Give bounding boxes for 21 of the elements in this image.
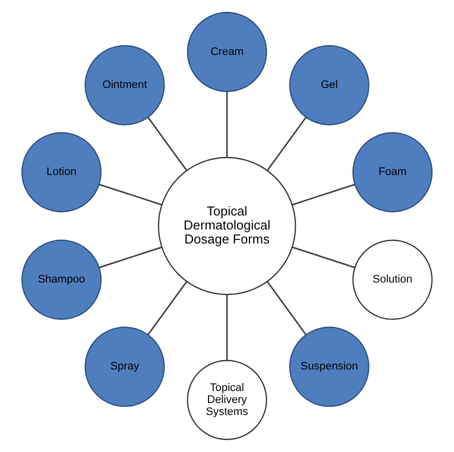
node-circle: Foam	[352, 132, 433, 212]
connector	[292, 246, 355, 268]
connector	[266, 116, 307, 171]
node-circle: Cream	[186, 12, 268, 92]
node-circle: Topical Delivery Systems	[186, 360, 268, 440]
node-circle: Solution	[352, 240, 433, 320]
connector	[147, 281, 188, 336]
connector	[147, 116, 188, 171]
connector	[292, 184, 355, 206]
node-circle: Topical Dermatological Dosage Forms	[158, 156, 296, 296]
node-circle: Gel	[289, 45, 370, 126]
connector	[226, 294, 228, 360]
node-circle: Spray	[84, 326, 165, 407]
node-circle: Ointment	[84, 45, 165, 126]
connector	[226, 92, 228, 158]
node-circle: Lotion	[21, 132, 102, 212]
node-circle: Suspension	[289, 326, 370, 407]
connector	[266, 281, 307, 336]
connector	[99, 246, 162, 268]
connector	[99, 184, 162, 206]
node-circle: Shampoo	[21, 240, 102, 320]
